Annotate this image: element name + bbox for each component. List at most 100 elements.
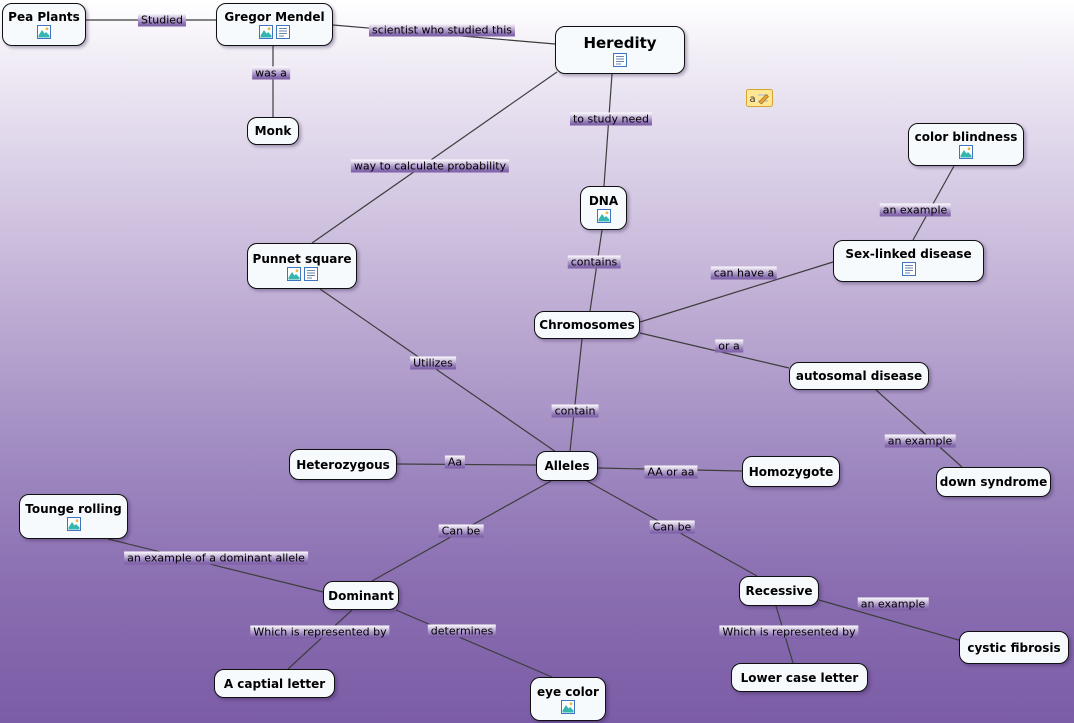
node-label: cystic fibrosis <box>967 640 1061 655</box>
node-label: Heredity <box>583 33 657 52</box>
concept-node-dominant[interactable]: Dominant <box>323 581 399 610</box>
edge-line-chromosomes-sex-linked-disease <box>639 261 834 323</box>
resource-icon-row <box>901 261 916 276</box>
image-icon[interactable] <box>66 517 81 531</box>
image-icon[interactable] <box>37 25 51 39</box>
image-icon[interactable] <box>259 25 273 39</box>
node-label: Recessive <box>745 584 813 598</box>
edge-line-color-blindness-sex-linked-disease <box>912 165 955 241</box>
concept-node-punnet-square[interactable]: Punnet square <box>247 243 357 289</box>
concept-node-a-captial-letter[interactable]: A captial letter <box>214 669 335 698</box>
node-label: Dominant <box>328 588 394 603</box>
node-label: Alleles <box>544 459 590 473</box>
svg-text:a: a <box>750 94 756 105</box>
linking-phrase-tounge-rolling-dominant[interactable]: an example of a dominant allele <box>124 551 308 565</box>
node-label: Punnet square <box>252 251 352 266</box>
node-label: Pea Plants <box>8 10 80 24</box>
resource-icon-row <box>259 25 290 39</box>
linking-phrase-chromosomes-alleles[interactable]: contain <box>551 404 599 418</box>
node-label: Monk <box>254 124 292 138</box>
linking-phrase-dominant-a-captial-letter[interactable]: Which is represented by <box>250 625 390 639</box>
concept-node-homozygote[interactable]: Homozygote <box>742 456 840 487</box>
image-icon[interactable] <box>561 699 575 714</box>
concept-node-monk[interactable]: Monk <box>247 117 299 145</box>
concept-node-gregor-mendel[interactable]: Gregor Mendel <box>216 3 333 46</box>
edge-line-punnet-square-alleles <box>319 288 557 453</box>
node-label: Gregor Mendel <box>224 10 325 24</box>
text-icon[interactable] <box>276 25 290 39</box>
image-icon[interactable] <box>286 266 301 281</box>
node-label: eye color <box>537 684 599 699</box>
node-label: autosomal disease <box>795 369 923 383</box>
edge-line-heredity-punnet-square <box>311 71 558 244</box>
linking-phrase-heredity-punnet-square[interactable]: way to calculate probability <box>350 159 510 173</box>
resource-icon-row <box>286 266 318 281</box>
resource-icon-row <box>959 145 973 159</box>
linking-phrase-alleles-homozygote[interactable]: AA or aa <box>644 465 698 479</box>
sticky-note-icon: a <box>746 89 773 107</box>
node-label: Lower case letter <box>740 670 859 685</box>
resource-icon-row <box>596 208 611 223</box>
image-icon[interactable] <box>596 208 611 223</box>
node-label: color blindness <box>914 130 1018 144</box>
node-label: down syndrome <box>939 475 1048 489</box>
linking-phrase-alleles-dominant[interactable]: Can be <box>438 524 484 538</box>
edge-line-recessive-cystic-fibrosis <box>818 599 963 642</box>
linking-phrase-autosomal-disease-down-syndrome[interactable]: an example <box>884 434 956 448</box>
edge-line-tounge-rolling-dominant <box>107 538 324 593</box>
linking-phrase-chromosomes-sex-linked-disease[interactable]: can have a <box>710 266 778 280</box>
edge-line-dna-chromosomes <box>589 229 603 312</box>
concept-node-eye-color[interactable]: eye color <box>530 677 606 721</box>
edge-line-chromosomes-autosomal-disease <box>639 332 790 369</box>
concept-node-dna[interactable]: DNA <box>580 186 627 230</box>
node-label: A captial letter <box>223 676 326 691</box>
text-icon[interactable] <box>303 266 318 281</box>
linking-phrase-dominant-eye-color[interactable]: determines <box>427 624 497 638</box>
linking-phrase-recessive-lower-case-letter[interactable]: Which is represented by <box>719 625 859 639</box>
linking-phrase-alleles-recessive[interactable]: Can be <box>649 520 695 534</box>
concept-node-down-syndrome[interactable]: down syndrome <box>936 467 1051 497</box>
concept-node-cystic-fibrosis[interactable]: cystic fibrosis <box>959 631 1069 664</box>
node-label: Tounge rolling <box>25 502 122 516</box>
concept-node-alleles[interactable]: Alleles <box>536 451 598 481</box>
node-label: Sex-linked disease <box>845 246 972 261</box>
node-label: Homozygote <box>748 464 834 479</box>
concept-node-color-blindness[interactable]: color blindness <box>908 123 1024 166</box>
edge-line-dominant-eye-color <box>395 609 553 678</box>
resource-icon-row <box>66 517 81 531</box>
concept-node-sex-linked-disease[interactable]: Sex-linked disease <box>833 240 984 282</box>
edge-line-heredity-dna <box>603 73 613 187</box>
node-label: DNA <box>588 193 619 208</box>
node-label: Chromosomes <box>539 318 635 332</box>
linking-phrase-punnet-square-alleles[interactable]: Utilizes <box>410 356 456 370</box>
linking-phrase-pea-plants-gregor-mendel[interactable]: Studied <box>137 13 187 27</box>
concept-node-autosomal-disease[interactable]: autosomal disease <box>789 362 929 390</box>
resource-icon-row <box>613 52 627 67</box>
edge-line-heterozygous-alleles <box>396 463 537 466</box>
linking-phrase-chromosomes-autosomal-disease[interactable]: or a <box>715 339 743 353</box>
concept-node-chromosomes[interactable]: Chromosomes <box>534 311 640 339</box>
edge-line-dominant-a-captial-letter <box>287 609 353 670</box>
text-icon[interactable] <box>901 261 916 276</box>
node-label: Heterozygous <box>296 457 390 472</box>
concept-node-pea-plants[interactable]: Pea Plants <box>2 3 86 46</box>
concept-node-tounge-rolling[interactable]: Tounge rolling <box>19 494 128 539</box>
image-icon[interactable] <box>959 145 973 159</box>
linking-phrase-color-blindness-sex-linked-disease[interactable]: an example <box>879 203 951 217</box>
annotation-icon[interactable]: a <box>746 89 773 111</box>
concept-node-heredity[interactable]: Heredity <box>555 26 685 74</box>
linking-phrase-heredity-dna[interactable]: to study need <box>569 112 653 126</box>
linking-phrase-heterozygous-alleles[interactable]: Aa <box>444 455 466 469</box>
concept-node-heterozygous[interactable]: Heterozygous <box>289 449 397 480</box>
concept-node-recessive[interactable]: Recessive <box>739 576 819 606</box>
linking-phrase-gregor-mendel-heredity[interactable]: scientist who studied this <box>368 23 516 37</box>
text-icon[interactable] <box>613 52 627 67</box>
edge-line-chromosomes-alleles <box>569 338 583 452</box>
resource-icon-row <box>561 699 575 714</box>
edge-line-autosomal-disease-down-syndrome <box>875 389 963 468</box>
linking-phrase-gregor-mendel-monk[interactable]: was a <box>252 66 290 80</box>
linking-phrase-dna-chromosomes[interactable]: contains <box>567 255 621 269</box>
concept-node-lower-case-letter[interactable]: Lower case letter <box>731 663 868 692</box>
linking-phrase-recessive-cystic-fibrosis[interactable]: an example <box>857 597 929 611</box>
